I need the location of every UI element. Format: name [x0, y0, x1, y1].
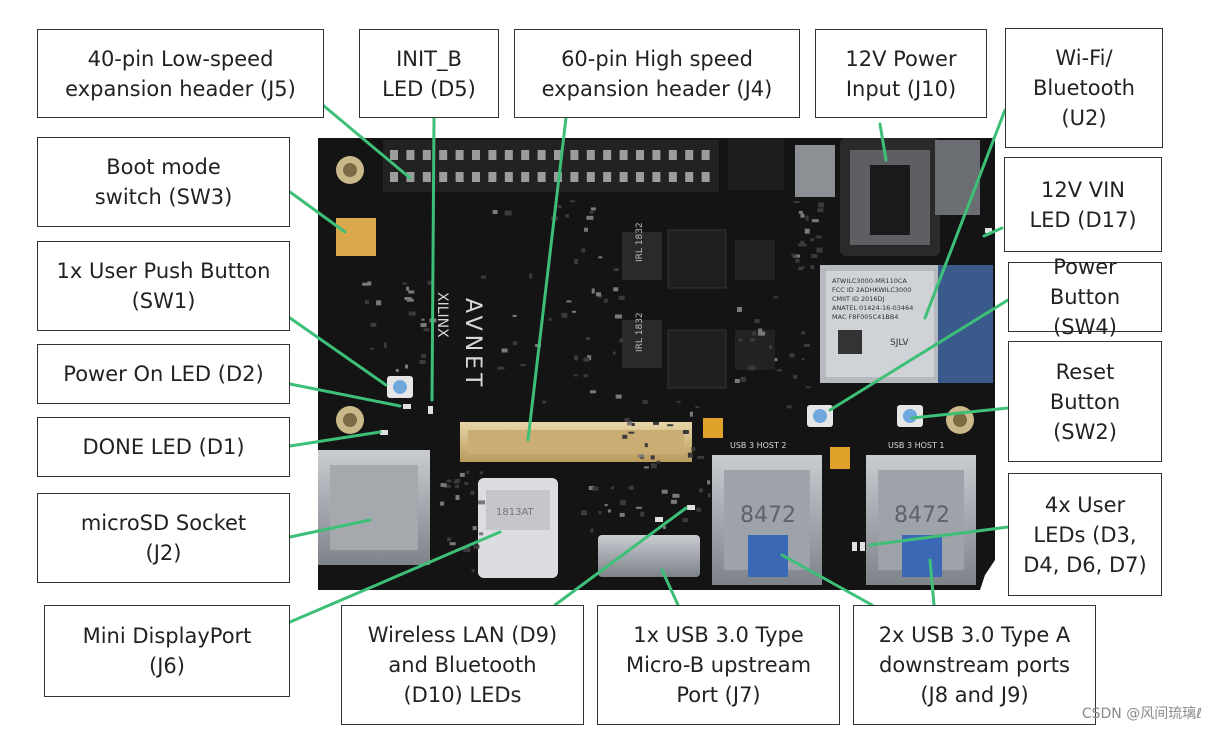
- pointer-j6: [288, 530, 502, 624]
- mini-displayport-j6: [478, 478, 558, 578]
- pointer-j2: [288, 518, 372, 539]
- pin-header-j5: [383, 140, 719, 192]
- label-j2: microSD Socket (J2): [37, 493, 290, 583]
- pointer-wlan: [553, 506, 688, 607]
- pointer-sw3: [288, 190, 347, 234]
- label-user-leds: 4x User LEDs (D3, D4, D6, D7): [1008, 473, 1162, 596]
- label-sw4: Power Button (SW4): [1008, 255, 1162, 339]
- usb-host2-text: USB 3 HOST 2: [730, 441, 787, 450]
- chip2-text: IRL 1832: [635, 312, 645, 352]
- power-jack-j10: [795, 138, 980, 256]
- label-j8j9: 2x USB 3.0 Type A downstream ports (J8 a…: [853, 605, 1096, 725]
- label-j6: Mini DisplayPort (J6): [44, 605, 290, 697]
- pointer-j4: [526, 116, 568, 442]
- pointer-j10: [878, 122, 888, 162]
- label-j7: 1x USB 3.0 Type Micro-B upstream Port (J…: [597, 605, 840, 725]
- pointer-lines: [288, 99, 1010, 624]
- chips: [622, 229, 775, 389]
- label-d17: 12V VIN LED (D17): [1004, 157, 1162, 252]
- pointer-d17: [982, 226, 1004, 238]
- buttons: [387, 376, 923, 427]
- label-d1: DONE LED (D1): [37, 417, 290, 477]
- pointer-d2: [288, 382, 402, 408]
- boot-switch-sw3: [336, 218, 376, 256]
- mounting-holes: [336, 156, 974, 434]
- label-sw2: Reset Button (SW2): [1008, 341, 1162, 462]
- cap-orange-1: [703, 418, 723, 438]
- label-j5: 40-pin Low-speed expansion header (J5): [37, 29, 324, 118]
- label-d5: INIT_B LED (D5): [359, 29, 499, 118]
- label-sw1: 1x User Push Button (SW1): [37, 241, 290, 331]
- usb-left-number: 8472: [740, 503, 796, 528]
- pointer-sw1: [288, 316, 388, 387]
- pointer-j7: [660, 568, 680, 607]
- pointer-d1: [288, 430, 382, 448]
- label-j4: 60-pin High speed expansion header (J4): [514, 29, 800, 118]
- label-u2: Wi-Fi/ Bluetooth (U2): [1005, 28, 1163, 148]
- pointer-sw4: [828, 298, 1010, 412]
- silkscreen-xilinx: XILINX: [434, 292, 450, 338]
- small-header: [728, 138, 784, 190]
- usb-micro-b-j7: [598, 535, 700, 577]
- label-d2: Power On LED (D2): [37, 344, 290, 404]
- watermark: CSDN @风间琉璃ℓ: [1081, 706, 1202, 722]
- cap-orange-2: [830, 447, 850, 469]
- chip1-text: IRL 1832: [635, 222, 645, 262]
- pointer-u2: [923, 108, 1007, 320]
- pointer-d5: [430, 116, 436, 402]
- label-wlan: Wireless LAN (D9) and Bluetooth (D10) LE…: [341, 605, 584, 725]
- dp-text: 1813AT: [496, 507, 535, 518]
- wifi-module-u2: [820, 265, 993, 383]
- pointer-sw2: [910, 406, 1010, 420]
- microsd-socket-j2: [318, 450, 430, 565]
- hs-connector-j4: [460, 422, 692, 462]
- smd-components: [362, 200, 824, 573]
- usb-right-number: 8472: [894, 503, 950, 528]
- pointer-j8: [780, 553, 874, 607]
- pointer-user-leds: [868, 525, 1010, 547]
- pointer-j5: [316, 99, 412, 180]
- usb-host1-text: USB 3 HOST 1: [888, 441, 945, 450]
- label-j10: 12V Power Input (J10): [815, 29, 987, 118]
- usb-type-a-ports: [712, 455, 976, 585]
- wifi-module-mark: SJLV: [890, 338, 909, 348]
- pointer-j9: [928, 558, 936, 607]
- label-sw3: Boot mode switch (SW3): [37, 137, 290, 227]
- silkscreen-avnet: AVNET: [460, 298, 485, 391]
